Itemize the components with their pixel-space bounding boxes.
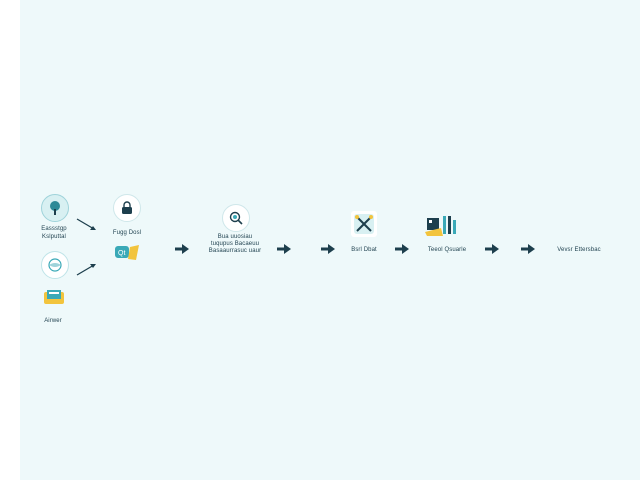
left-margin-strip — [0, 0, 20, 480]
step-3-label: Bsrl Dbat — [351, 247, 377, 253]
globe-icon — [41, 251, 69, 279]
document-box-icon — [41, 284, 67, 310]
building-chart-icon — [425, 213, 459, 239]
flow-arrow-4 — [395, 244, 409, 254]
diagonal-arrow-down — [76, 218, 96, 230]
input-3-label: Airwer — [44, 318, 62, 324]
process-diagram: Eassstgp Kslputtal Airwer — [20, 0, 640, 480]
step-2-label-line2: tuqupus Bacaeuu — [210, 241, 260, 247]
flow-arrow-3 — [321, 244, 335, 254]
flow-arrow-2 — [277, 244, 291, 254]
step-1-label: Fugg Dosl — [112, 230, 142, 236]
flow-arrow-6 — [521, 244, 535, 254]
input-1-label-line1: Eassstgp — [41, 226, 67, 232]
diagonal-arrow-up — [76, 264, 96, 276]
step-2-label-line3: Basaaurrasuc uaur — [208, 248, 262, 254]
svg-text:Qt: Qt — [118, 250, 125, 257]
step-2-label-line1: Bua uuosiau — [217, 234, 253, 240]
flow-arrow-1 — [175, 244, 189, 254]
output-label: Vevsr Ettersbac — [557, 247, 601, 253]
step-4-label: Teeol Qsuarle — [427, 247, 467, 253]
lock-icon — [113, 194, 141, 222]
tree-icon — [41, 194, 69, 222]
input-1-label-line2: Kslputtal — [42, 234, 66, 240]
flow-arrow-5 — [485, 244, 499, 254]
chat-tag-icon: Qt — [114, 240, 140, 266]
crossed-tools-icon — [351, 211, 377, 237]
shield-search-icon — [222, 204, 250, 232]
